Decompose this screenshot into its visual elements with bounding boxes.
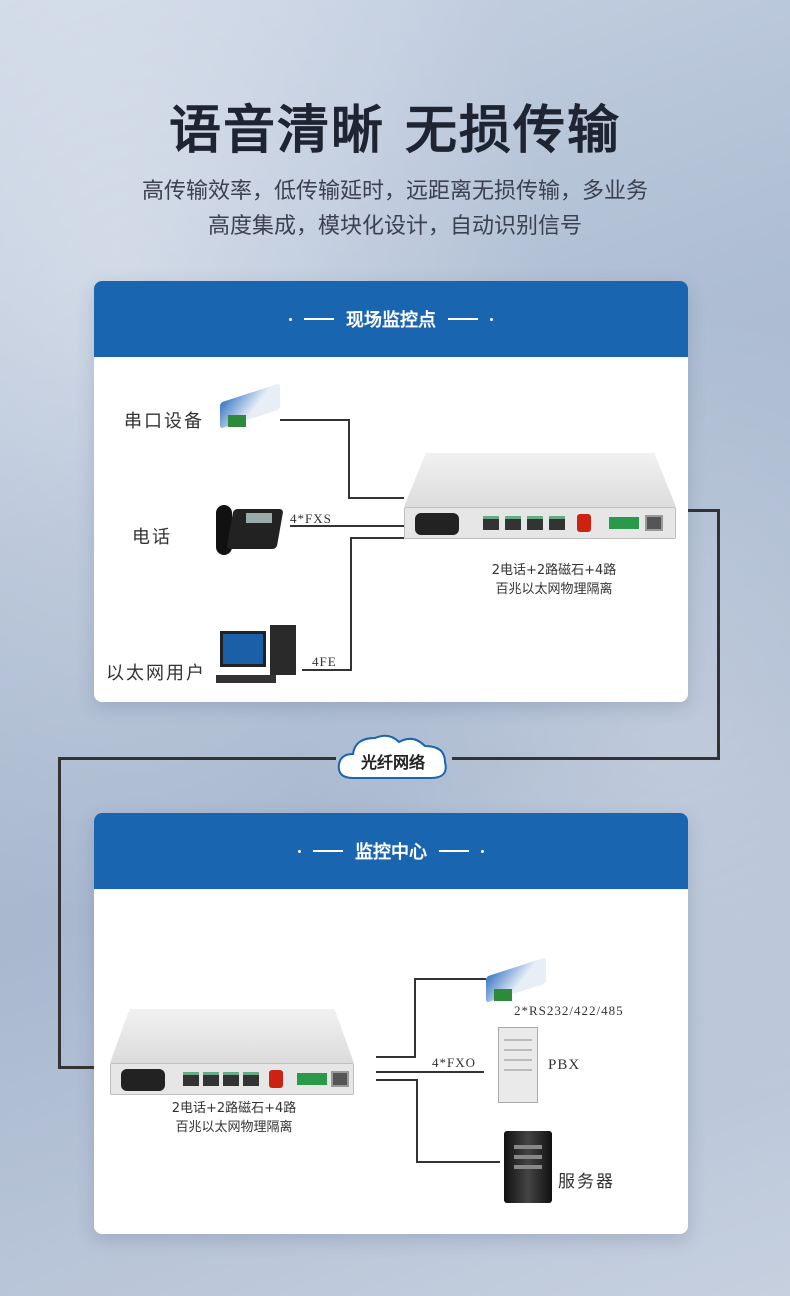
cloud-icon <box>337 734 447 779</box>
subtitle-line-2: 高度集成，模块化设计，自动识别信号 <box>207 214 582 239</box>
serial-wire-to-device <box>348 497 404 499</box>
fiber-port <box>577 514 591 532</box>
server-wire-v <box>416 1079 418 1163</box>
serial-wire-h <box>280 419 350 421</box>
rs-wire-out <box>376 1056 416 1058</box>
monitoring-center-card: 监控中心 2电话+2路磁石+4路 百兆以太网物理隔离 4*FXO 2*RS232… <box>94 813 688 1234</box>
power-socket <box>415 513 459 535</box>
lan-wire-v <box>350 537 352 671</box>
header-dash-right <box>448 318 478 320</box>
server-wire-to-device <box>416 1161 500 1163</box>
fiber-port <box>269 1070 283 1088</box>
server-wire-out <box>376 1079 418 1081</box>
site-caption-line-1: 2电话+2路磁石+4路 <box>491 563 617 578</box>
rs-wire-v <box>414 978 416 1058</box>
fxs-label: 4*FXS <box>290 511 332 526</box>
phone-wire <box>290 525 404 527</box>
fiber-wire-right-top <box>686 509 720 512</box>
center-caption-line-1: 2电话+2路磁石+4路 <box>171 1101 297 1116</box>
header-dash-left <box>304 318 334 320</box>
fxo-label: 4*FXO <box>432 1055 477 1070</box>
serial-device-icon <box>486 957 550 1009</box>
power-socket <box>121 1069 165 1091</box>
page-title: 语音清晰 无损传输 <box>168 101 622 161</box>
header-dash-left <box>313 850 343 852</box>
serial-device-icon <box>220 383 284 435</box>
center-device-caption: 2电话+2路磁石+4路 百兆以太网物理隔离 <box>144 1099 324 1137</box>
header-dot-right <box>490 317 493 321</box>
server-icon <box>504 1131 554 1205</box>
fe-label: 4FE <box>312 654 337 669</box>
lan-user-label: 以太网用户 <box>106 663 206 684</box>
rs-interface-label: 2*RS232/422/485 <box>514 1003 624 1018</box>
pbx-cabinet-icon <box>498 1027 542 1105</box>
fiber-wire-left-vertical <box>58 757 61 1069</box>
phone-label: 电话 <box>132 527 172 548</box>
header-dot-right <box>481 849 484 853</box>
site-card-header: 现场监控点 <box>94 281 688 357</box>
serial-wire-v <box>348 419 350 499</box>
fiber-wire-middle-right <box>452 757 720 760</box>
site-device-caption: 2电话+2路磁石+4路 百兆以太网物理隔离 <box>464 561 644 599</box>
center-fiber-terminal <box>110 1009 354 1097</box>
center-card-title: 监控中心 <box>355 842 427 863</box>
header-dot-left <box>298 849 301 853</box>
header-dash-right <box>439 850 469 852</box>
center-card-header: 监控中心 <box>94 813 688 889</box>
rs-wire-to-device <box>414 978 486 980</box>
site-caption-line-2: 百兆以太网物理隔离 <box>495 582 613 597</box>
network-label: 光纤网络 <box>360 753 425 772</box>
subtitle-line-1: 高传输效率，低传输延时，远距离无损传输，多业务 <box>141 179 648 204</box>
fiber-wire-right-vertical <box>717 509 720 760</box>
lan-wire-h <box>302 669 350 671</box>
header-dot-left <box>289 317 292 321</box>
site-fiber-terminal <box>404 453 676 541</box>
telephone-icon <box>212 499 288 559</box>
site-card-title: 现场监控点 <box>346 310 436 331</box>
serial-device-label: 串口设备 <box>124 411 204 432</box>
server-label: 服务器 <box>558 1172 615 1192</box>
computer-icon <box>216 625 300 685</box>
pbx-label: PBX <box>548 1057 581 1073</box>
site-monitoring-card: 现场监控点 串口设备 电话 以太网用户 4*FXS 4FE 2 <box>94 281 688 702</box>
fiber-wire-left-bottom <box>58 1066 96 1069</box>
fiber-network-cloud: 光纤网络 <box>333 730 453 786</box>
fxo-wire <box>376 1071 484 1073</box>
center-caption-line-2: 百兆以太网物理隔离 <box>175 1120 293 1135</box>
fiber-wire-middle-left <box>58 757 336 760</box>
lan-wire-to-device <box>350 537 404 539</box>
